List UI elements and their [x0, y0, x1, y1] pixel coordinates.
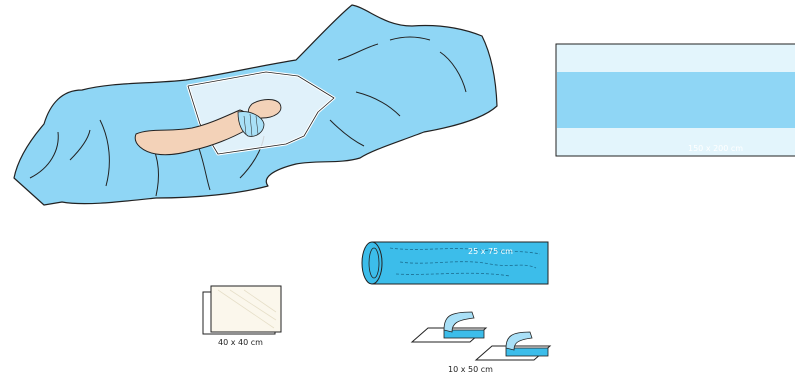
- folded-drape-sheet: 150 x 200 cm: [556, 44, 795, 156]
- leg-stockinette: 25 x 75 cm: [362, 242, 548, 284]
- large-drape: 240 x 350 cm: [14, 5, 497, 224]
- tapes-size-label: 10 x 50 cm: [448, 365, 493, 374]
- large-drape-size-label: 240 x 350 cm: [80, 215, 139, 224]
- gauze-swabs: 40 x 40 cm: [203, 286, 281, 347]
- adhesive-tapes: 10 x 50 cm: [412, 312, 550, 374]
- sheet-size-label: 150 x 200 cm: [688, 144, 743, 153]
- gauze-size-label: 40 x 40 cm: [218, 338, 263, 347]
- stockinette-size-label: 25 x 75 cm: [468, 247, 513, 256]
